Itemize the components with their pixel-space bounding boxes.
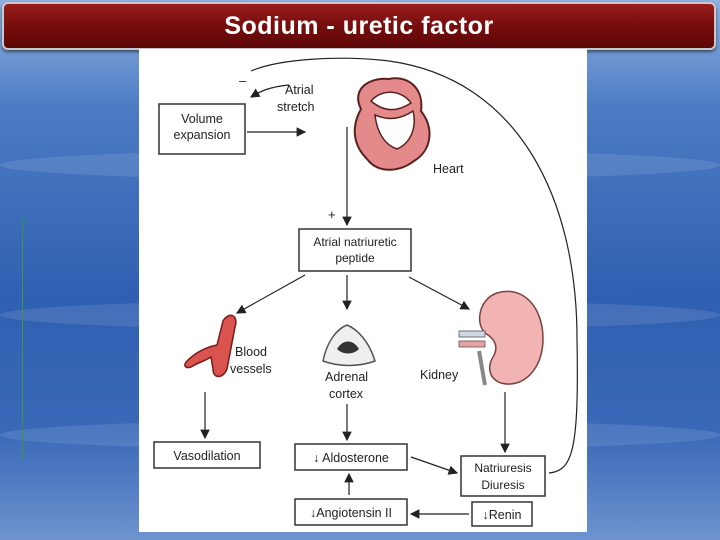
angiotensin-text: ↓Angiotensin II (310, 506, 392, 520)
diagram-svg: Volume expansion Atrial natriuretic pept… (153, 57, 578, 527)
arrow-anp-to-kidney (408, 276, 471, 310)
arrow-natriuresis-feedback (250, 57, 578, 474)
renin-box (471, 501, 533, 527)
anp-line1: Atrial natriuretic (313, 235, 396, 249)
vasodilation-box (153, 441, 261, 469)
plus-sign: + (328, 207, 336, 222)
adrenal-cortex-icon (322, 324, 376, 367)
natriuresis-line2: Diuresis (481, 478, 524, 492)
adrenal-cortex-line2: cortex (329, 387, 364, 401)
volume-expansion-box (158, 103, 246, 155)
adrenal-cortex-line1: Adrenal (325, 370, 368, 384)
decorative-line (22, 218, 23, 460)
slide-title: Sodium - uretic factor (224, 12, 494, 40)
atrial-stretch-line2: stretch (277, 100, 315, 114)
heart-icon (353, 77, 431, 171)
volume-expansion-line1: Volume (181, 112, 223, 126)
blood-vessels-line1: Blood (235, 345, 267, 359)
vasodilation-text: Vasodilation (173, 449, 240, 463)
volume-expansion-line2: expansion (174, 128, 231, 142)
renin-text: ↓Renin (483, 508, 522, 522)
diagram-arrows (200, 57, 578, 519)
arrow-anp-to-vessels (235, 274, 306, 314)
natriuresis-line1: Natriuresis (474, 461, 531, 475)
arrow-stretch-feedback (249, 84, 290, 98)
arrow-aldosterone-to-natriuresis (410, 456, 459, 475)
natriuresis-box (460, 455, 546, 497)
heart-label: Heart (433, 162, 464, 176)
diagram-panel: Volume expansion Atrial natriuretic pept… (139, 49, 587, 532)
minus-sign: – (239, 73, 247, 88)
angiotensin-box (294, 498, 408, 526)
title-bar: Sodium - uretic factor (2, 2, 716, 50)
aldosterone-text: ↓ Aldosterone (313, 451, 389, 465)
anp-line2: peptide (335, 251, 375, 265)
blood-vessels-line2: vessels (230, 362, 272, 376)
kidney-label: Kidney (420, 368, 459, 382)
atrial-stretch-line1: Atrial (285, 83, 313, 97)
aldosterone-box (294, 443, 408, 471)
blood-vessel-icon (184, 314, 237, 378)
anp-box (298, 228, 412, 272)
kidney-icon (458, 290, 544, 386)
